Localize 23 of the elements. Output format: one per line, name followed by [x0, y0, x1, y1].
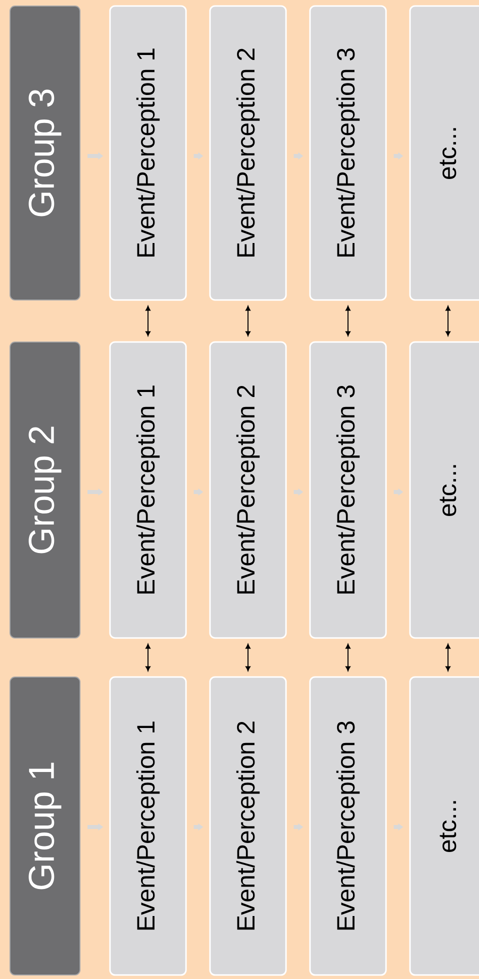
- event-box: Event/Perception 2: [209, 341, 287, 639]
- double-arrow: [346, 644, 350, 672]
- event-box: etc...: [409, 676, 479, 976]
- group-header: Group 1: [10, 676, 80, 976]
- double-arrow: [146, 306, 150, 336]
- event-box: etc...: [409, 5, 479, 301]
- event-box: etc...: [409, 341, 479, 639]
- group-header: Group 2: [10, 342, 80, 638]
- event-box: Event/Perception 1: [109, 5, 187, 301]
- event-box: Event/Perception 1: [109, 676, 187, 976]
- event-box: Event/Perception 3: [309, 5, 387, 301]
- double-arrow: [446, 644, 450, 672]
- event-box: Event/Perception 2: [209, 5, 287, 301]
- double-arrow: [446, 306, 450, 336]
- double-arrow: [346, 306, 350, 336]
- event-box: Event/Perception 3: [309, 341, 387, 639]
- double-arrow: [246, 306, 250, 336]
- event-box: Event/Perception 2: [209, 676, 287, 976]
- event-box: Event/Perception 1: [109, 341, 187, 639]
- group-header: Group 3: [10, 5, 80, 300]
- double-arrow: [246, 644, 250, 672]
- double-arrow: [146, 644, 150, 672]
- event-box: Event/Perception 3: [309, 676, 387, 976]
